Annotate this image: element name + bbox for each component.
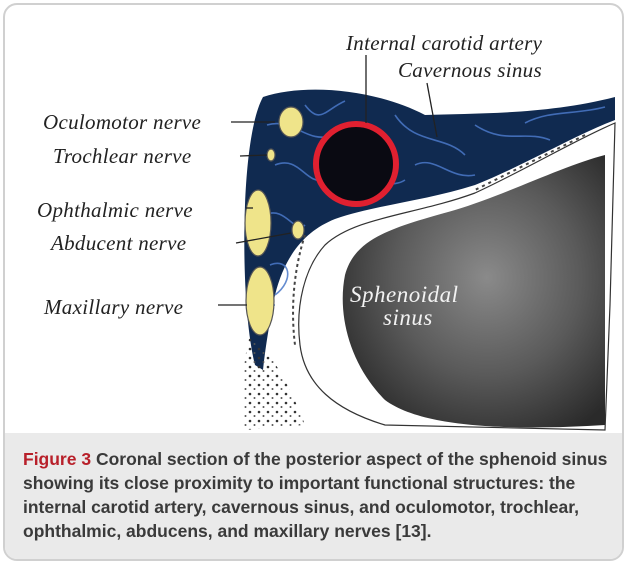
ophthalmic-nerve: [245, 190, 271, 256]
maxillary-nerve: [246, 267, 274, 335]
caption-panel: Figure 3 Coronal section of the posterio…: [5, 433, 622, 559]
internal-carotid-artery: [316, 124, 396, 204]
label-maxillary-nerve: Maxillary nerve: [44, 295, 183, 320]
caption-text: Coronal section of the posterior aspect …: [23, 449, 607, 541]
abducent-nerve: [292, 221, 304, 239]
trochlear-nerve: [267, 149, 275, 161]
label-abducent-nerve: Abducent nerve: [51, 231, 186, 256]
bone-texture: [243, 335, 305, 430]
label-oculomotor-nerve: Oculomotor nerve: [43, 110, 201, 135]
label-internal-carotid-artery: Internal carotid artery: [346, 31, 542, 56]
oculomotor-nerve: [279, 107, 303, 137]
label-ophthalmic-nerve: Ophthalmic nerve: [37, 198, 193, 223]
figure-frame: Internal carotid artery Cavernous sinus …: [3, 3, 624, 561]
label-cavernous-sinus: Cavernous sinus: [398, 58, 542, 83]
figure-number: Figure 3: [23, 449, 91, 469]
label-sphenoidal-sinus-line2: sinus: [383, 307, 433, 329]
label-sphenoidal-sinus-line1: Sphenoidal: [350, 284, 459, 306]
anatomical-illustration: Internal carotid artery Cavernous sinus …: [5, 5, 622, 435]
label-trochlear-nerve: Trochlear nerve: [53, 144, 191, 169]
figure-caption: Figure 3 Coronal section of the posterio…: [23, 447, 613, 543]
